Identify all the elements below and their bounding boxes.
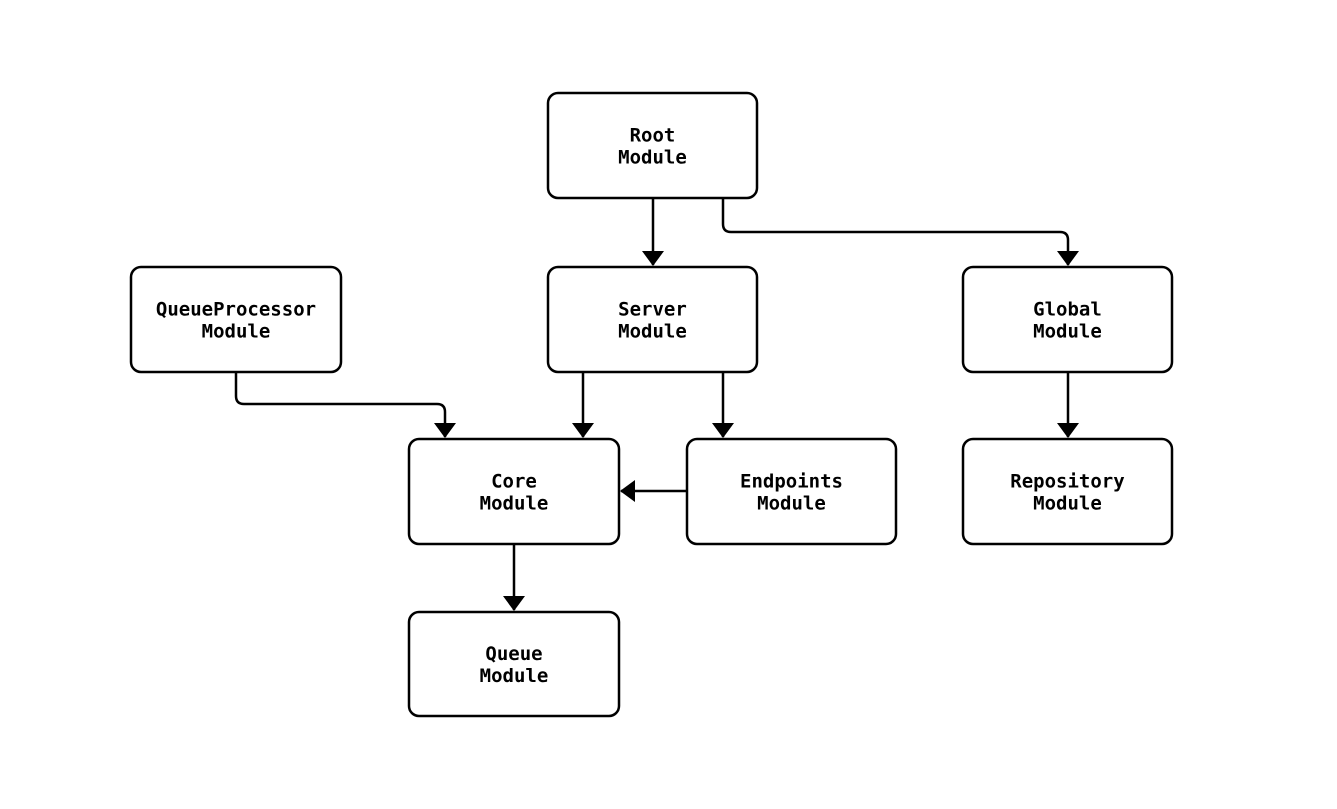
node-box-root xyxy=(546,91,759,200)
node-box-global xyxy=(961,265,1174,374)
edge-root-to-global xyxy=(721,198,1079,266)
node-box-repository xyxy=(961,437,1174,546)
node-box-queueprocessor xyxy=(129,265,343,374)
node-box-server xyxy=(546,265,759,374)
edge-queueprocessor-to-core xyxy=(234,372,456,438)
edges-layer xyxy=(234,198,1079,611)
node-box-core xyxy=(407,437,621,546)
node-box-endpoints xyxy=(685,437,898,546)
node-box-queue xyxy=(407,610,621,718)
